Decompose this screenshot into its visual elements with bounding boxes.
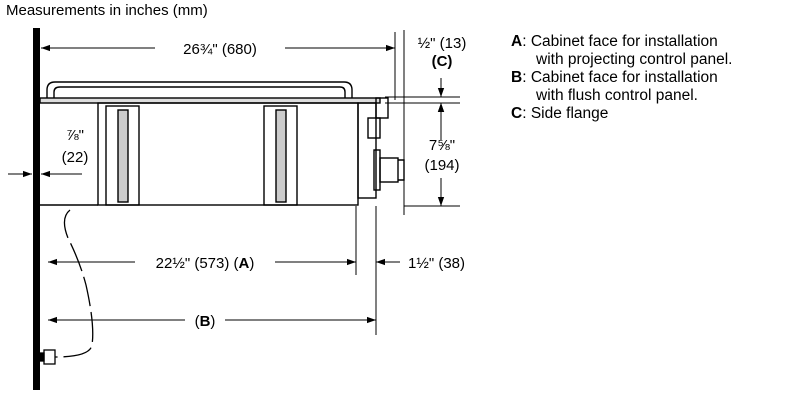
depth-b-open: ( (195, 313, 200, 330)
flange-inch-label: ½" (13) (418, 35, 467, 52)
legend-text: with flush control panel. (536, 86, 698, 104)
legend-text: : Cabinet face for installation (522, 33, 718, 50)
depth-a-letter: A (239, 255, 250, 272)
dimension-panel-depth (375, 206, 400, 335)
panel-depth-label: 1½" (38) (408, 255, 465, 272)
overall-width-label: 26¾" (680) (183, 41, 257, 58)
depth-a-close: ) (249, 255, 254, 272)
depth-b-label: (B) (195, 313, 216, 330)
legend-text: : Side flange (522, 105, 609, 122)
depth-b-letter: B (200, 313, 211, 330)
offset-mm-label: (22) (62, 149, 89, 166)
legend-item-b: B: Cabinet face for installation with fl… (511, 69, 732, 104)
legend-letter: B (511, 69, 523, 86)
legend-text: : Cabinet face for installation (522, 69, 718, 86)
legend-item-a: A: Cabinet face for installation with pr… (511, 33, 732, 68)
offset-inch-label: ⅞" (66, 127, 84, 144)
depth-a-label: 22½" (573) (A) (156, 255, 255, 272)
height-mm-label: (194) (424, 157, 459, 174)
flange-ref-text: (C) (432, 53, 453, 70)
dimension-height (404, 103, 460, 207)
legend-letter: C (511, 105, 523, 122)
appliance-body (39, 81, 405, 206)
legend-text: with projecting control panel. (536, 50, 733, 68)
power-cable (39, 209, 94, 365)
legend: A: Cabinet face for installation with pr… (511, 33, 732, 124)
legend-item-c: C: Side flange (511, 105, 732, 123)
flange-ref-label: (C) (432, 53, 453, 70)
legend-letter: A (511, 33, 523, 50)
height-inch-label: 7⅝" (429, 137, 455, 154)
depth-b-close: ) (210, 313, 215, 330)
diagram-heading: Measurements in inches (mm) (6, 2, 208, 19)
depth-a-text: 22½" (573) ( (156, 255, 239, 272)
dimension-flange (385, 30, 460, 215)
cabinet-wall (33, 28, 40, 390)
